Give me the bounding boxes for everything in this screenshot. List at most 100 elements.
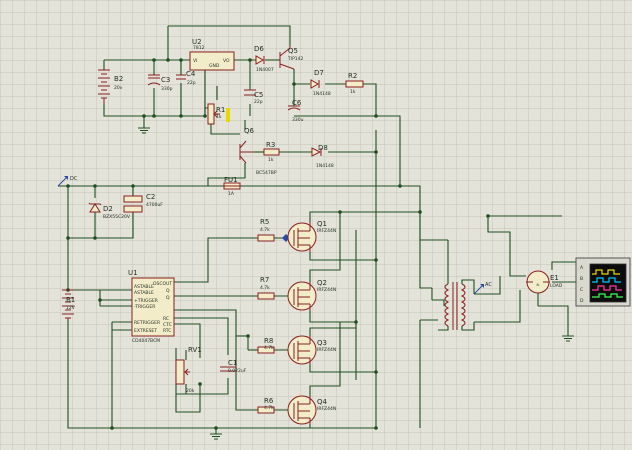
resistor-r7[interactable]: R7 4.7k [257,276,275,300]
transistor-q5[interactable]: Q5 TIP142 [279,45,304,70]
q2-ref: Q2 [317,279,327,287]
capacitor-c3[interactable]: C3 330p [147,74,173,92]
scope-channel-c: C [580,287,583,293]
c6-value: 330u [292,117,304,123]
c1-value: 0.022uF [228,368,247,374]
load-e1[interactable]: ± E1 LOAD [526,270,563,294]
potentiometer-r1[interactable]: R1 1k [207,103,230,125]
mosfet-q3[interactable]: Q3 IRFZ44N [287,335,336,365]
u1-pin-ptrigger: +TRIGGER [134,298,158,304]
scope-channel-a: A [580,265,584,271]
c2-value: 4700uF [146,202,163,208]
u1-pin-astable-2: ASTABLE [134,290,154,296]
c5-ref: C5 [254,91,263,99]
u1-pin-extreset: EXTRESET [134,328,157,334]
r8-ref: R8 [264,337,273,345]
probe-dc[interactable]: DC [57,176,78,187]
c6-ref: C6 [292,99,302,107]
wires [58,25,586,434]
q5-ref: Q5 [288,47,298,55]
r1-value: 1k [216,114,222,120]
c4-value: 22p [187,80,196,86]
probe-dc-label: DC [70,176,78,182]
q6-value: BC547BP [256,170,277,176]
u2-value: 7812 [193,45,205,51]
d6-ref: D6 [254,45,264,53]
mosfet-q1[interactable]: Q1 IRFZ44N [287,220,336,252]
u1-pin-ntrigger: -TRIGGER [134,304,155,310]
d2-ref: D2 [103,205,113,213]
resistor-r6[interactable]: R6 4.7k [257,397,275,414]
c3-value: 330p [161,86,173,92]
c1-ref: C1 [228,359,237,367]
potentiometer-rv1[interactable]: RV1 20k [175,346,202,394]
capacitor-c2[interactable]: C2 4700uF [123,193,163,213]
d8-value: 1N4148 [316,163,334,169]
b2-ref: B2 [114,75,123,83]
r3-ref: R3 [266,141,275,149]
resistor-r3[interactable]: R3 1k [263,141,280,163]
capacitor-c6[interactable]: C6 330u [287,99,304,123]
ground-icon [138,127,150,134]
d8-ref: D8 [318,144,328,152]
r5-ref: R5 [260,218,269,226]
q6-ref: Q6 [244,127,255,135]
diode-d7[interactable]: D7 1N4148 [310,69,331,97]
q1-value: IRFZ44N [317,228,336,234]
ground-icon [562,335,574,342]
probe-ac[interactable]: AC [473,282,492,295]
r6-ref: R6 [264,397,274,405]
battery-b1[interactable]: B1 12V [62,289,76,320]
battery-b2[interactable]: B2 20v [98,69,123,104]
transformer[interactable] [432,240,475,331]
q3-ref: Q3 [317,339,327,347]
diode-d6[interactable]: D6 1N4007 [254,45,274,73]
c3-ref: C3 [161,76,170,84]
r2-value: 1k [350,89,356,95]
q4-ref: Q4 [317,398,328,406]
r8-value: 4.7k [264,345,274,351]
zener-d2[interactable]: D2 BZX55C20V [88,202,131,220]
d2-value: BZX55C20V [103,214,131,220]
e1-value: LOAD [550,283,563,289]
u1-pin-qbar: Q [166,295,170,301]
r1-highlight [226,108,230,122]
q2-value: IRFZ44N [317,287,336,293]
r3-value: 1k [268,157,274,163]
r1-ref: R1 [216,106,225,114]
rv1-value: 20k [186,388,195,394]
capacitor-c1[interactable]: C1 0.022uF [220,359,247,374]
mosfet-q4[interactable]: Q4 IRFZ44N [287,395,336,425]
b1-ref: B1 [66,296,75,304]
junctions [66,58,490,430]
u1-pin-rc: RC [163,316,169,322]
u2-pin-vo: VO [223,58,230,64]
oscilloscope[interactable]: A B C D [575,257,631,307]
b2-value: 20v [114,85,123,91]
resistor-r8[interactable]: R8 4.7k [257,337,275,354]
c4-ref: C4 [186,70,196,78]
c5-value: 22p [254,99,263,105]
u1-pin-retrigger: RETRIGGER [134,320,160,326]
q4-value: IRFZ44N [317,406,336,412]
d7-value: 1N4148 [313,91,331,97]
diode-d8[interactable]: D8 1N4148 [311,144,334,169]
transistor-q6[interactable]: Q6 BC547BP [239,127,277,176]
q3-value: IRFZ44N [317,347,336,353]
capacitor-c5[interactable]: C5 22p [244,89,263,105]
regulator-u2[interactable]: U2 7812 VI VO GND [189,38,235,71]
scope-channel-b: B [580,276,583,282]
ic-u1[interactable]: U1 CD4047BCM ASTABLE ASTABLE +TRIGGER -T… [128,269,175,344]
capacitor-c4[interactable]: C4 22p [176,70,196,86]
e1-ref: E1 [550,274,559,282]
u2-pin-gnd: GND [209,63,220,69]
u1-pin-ctc: CTC [163,322,172,328]
u1-pin-q: Q [166,288,170,294]
r7-ref: R7 [260,276,269,284]
fuse-fu1[interactable]: FU1 1A [223,176,241,197]
resistor-r2[interactable]: R2 1k [345,72,364,95]
u2-pin-vi: VI [193,58,197,64]
mosfet-q2[interactable]: Q2 IRFZ44N [287,279,336,311]
u1-ref: U1 [128,269,138,277]
e1-symbol: ± [536,282,540,288]
